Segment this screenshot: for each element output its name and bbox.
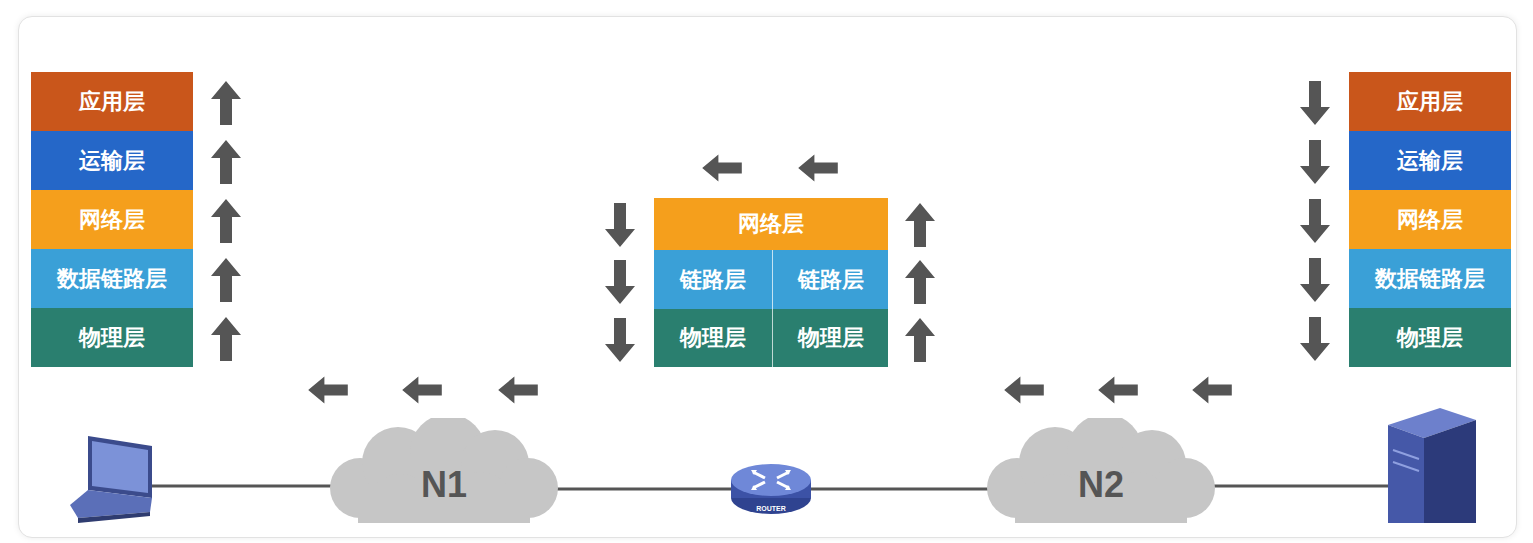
layer-box: 应用层 bbox=[31, 72, 193, 131]
down-arrow bbox=[1300, 81, 1330, 125]
layer-name: 物理层 bbox=[798, 323, 864, 353]
layer-box: 物理层 bbox=[772, 309, 888, 367]
layer-name: 物理层 bbox=[680, 323, 746, 353]
layer-name: 链路层 bbox=[680, 265, 746, 295]
layer-name: 物理层 bbox=[79, 323, 145, 353]
layer-box: 运输层 bbox=[31, 131, 193, 190]
wire bbox=[150, 485, 340, 488]
network-link bbox=[538, 489, 749, 490]
layer-name: 运输层 bbox=[79, 146, 145, 176]
left-arrow bbox=[1192, 377, 1232, 404]
layer-box: 运输层 bbox=[1349, 131, 1511, 190]
layer-box: 网络层 bbox=[1349, 190, 1511, 249]
down-arrow bbox=[605, 318, 635, 362]
left-arrow bbox=[702, 155, 742, 182]
network-link bbox=[793, 489, 1007, 490]
up-arrow bbox=[211, 140, 241, 184]
layer-box: 物理层 bbox=[654, 309, 772, 367]
laptop-icon bbox=[70, 436, 152, 523]
layer-box: 数据链路层 bbox=[31, 249, 193, 308]
down-arrow bbox=[605, 260, 635, 304]
layer-name: 应用层 bbox=[79, 87, 145, 117]
left-arrow bbox=[402, 377, 442, 404]
router-label: ROUTER bbox=[756, 505, 786, 512]
network-name: N1 bbox=[421, 450, 467, 506]
layer-box: 链路层 bbox=[654, 250, 772, 309]
up-arrow bbox=[211, 317, 241, 361]
up-arrow bbox=[905, 260, 935, 304]
left-arrow bbox=[798, 155, 838, 182]
layer-name: 物理层 bbox=[1397, 323, 1463, 353]
left-arrow bbox=[1004, 377, 1044, 404]
layer-name: 网络层 bbox=[1397, 205, 1463, 235]
up-arrow bbox=[905, 203, 935, 247]
up-arrow bbox=[211, 199, 241, 243]
stage: 应用层运输层网络层数据链路层物理层 网络层链路层 链路层物理层 物理层 应用层运输层网络… bbox=[0, 0, 1533, 523]
router-icon: ROUTER bbox=[729, 458, 813, 516]
layer-box: 数据链路层 bbox=[1349, 249, 1511, 308]
layer-name: 数据链路层 bbox=[1375, 264, 1485, 294]
down-arrow bbox=[1300, 199, 1330, 243]
layer-box: 网络层 bbox=[654, 198, 888, 250]
layer-name: 网络层 bbox=[738, 209, 804, 239]
down-arrow bbox=[1300, 258, 1330, 302]
down-arrow bbox=[1300, 140, 1330, 184]
layer-name: 数据链路层 bbox=[57, 264, 167, 294]
network-cloud: N2 bbox=[987, 418, 1215, 523]
network-name: N2 bbox=[1078, 450, 1124, 506]
left-arrow bbox=[308, 377, 348, 404]
wire bbox=[1205, 485, 1388, 488]
down-arrow bbox=[605, 203, 635, 247]
layer-box: 链路层 bbox=[772, 250, 888, 309]
layer-box: 物理层 bbox=[31, 308, 193, 367]
down-arrow bbox=[1300, 317, 1330, 361]
up-arrow bbox=[211, 81, 241, 125]
layer-box: 应用层 bbox=[1349, 72, 1511, 131]
layer-name: 应用层 bbox=[1397, 87, 1463, 117]
network-cloud: N1 bbox=[330, 418, 558, 523]
layer-name: 运输层 bbox=[1397, 146, 1463, 176]
up-arrow bbox=[905, 318, 935, 362]
server-icon bbox=[1388, 408, 1476, 523]
up-arrow bbox=[211, 258, 241, 302]
left-arrow bbox=[498, 377, 538, 404]
layer-box: 物理层 bbox=[1349, 308, 1511, 367]
layer-name: 网络层 bbox=[79, 205, 145, 235]
left-arrow bbox=[1098, 377, 1138, 404]
layer-box: 网络层 bbox=[31, 190, 193, 249]
layer-name: 链路层 bbox=[798, 265, 864, 295]
